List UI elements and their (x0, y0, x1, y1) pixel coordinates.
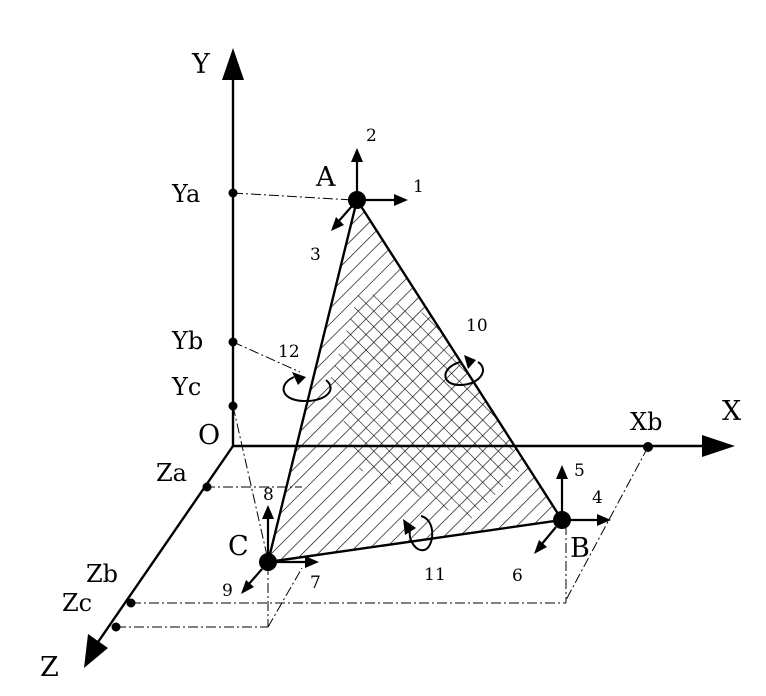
dof-1-label: 1 (413, 177, 424, 197)
node-c-arrows (241, 505, 319, 594)
dof-5-label: 5 (574, 461, 585, 481)
dof-2-label: 2 (366, 126, 377, 146)
x-axis-arrowhead (702, 435, 735, 457)
dof-6-label: 6 (512, 566, 523, 586)
dof-8-label: 8 (263, 485, 274, 505)
dof-11-label: 11 (424, 565, 446, 585)
node-c-dot (259, 553, 277, 571)
ya-label: Ya (171, 180, 200, 208)
triangle-outline (266, 196, 565, 564)
node-a-arrows (331, 148, 408, 231)
z-axis-label: Z (40, 652, 59, 683)
vertex-c-label: C (228, 531, 249, 562)
dof-3-label: 3 (310, 245, 321, 265)
node-a-dot (348, 191, 366, 209)
axis-tick-dots (111, 188, 653, 632)
y-axis-label: Y (191, 49, 211, 80)
dof-9-label: 9 (222, 581, 233, 601)
dof-10-label: 10 (466, 316, 488, 336)
dof-7-label: 7 (310, 573, 321, 593)
vertex-b-label: B (570, 533, 590, 564)
rotation-10-icon (444, 355, 484, 387)
yc-label: Yc (171, 373, 201, 401)
zb-label: Zb (86, 560, 118, 588)
xb-label: Xb (630, 408, 662, 436)
yb-label: Yb (171, 327, 203, 355)
node-b-dot (553, 511, 571, 529)
y-axis-arrowhead (222, 48, 244, 80)
za-label: Za (156, 459, 187, 487)
node-b-arrows (534, 465, 611, 554)
z-axis-arrowhead (84, 634, 108, 668)
x-axis-label: X (722, 396, 742, 427)
dof-4-label: 4 (592, 488, 603, 508)
rotation-11-icon (403, 515, 434, 552)
z-axis-line (95, 445, 234, 646)
rotation-12-icon (282, 372, 332, 403)
zc-label: Zc (62, 589, 92, 617)
vertex-a-label: A (315, 162, 336, 193)
projection-lines (116, 192, 649, 628)
dof-12-label: 12 (278, 342, 300, 362)
origin-label: O (198, 420, 220, 451)
